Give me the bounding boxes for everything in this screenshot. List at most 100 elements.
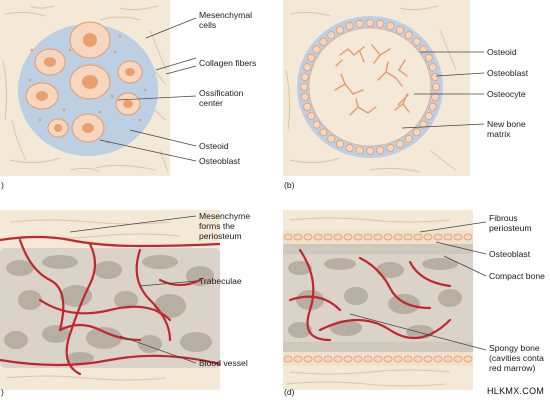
osteoblast-cell: [383, 355, 393, 363]
osteoblast-cell: [463, 233, 473, 241]
label-compact-bone: Compact bone: [489, 271, 545, 281]
osteoblast-cell: [386, 22, 395, 31]
panel-tag-c: ): [1, 387, 4, 397]
osteoblast-cell: [319, 37, 328, 46]
osteoblast-cell: [333, 355, 343, 363]
osteoblast-cell: [335, 139, 344, 148]
osteoblast-cell: [353, 355, 363, 363]
osteoblast-cell: [313, 233, 323, 241]
label-mesenchyme-periosteum: Mesenchyme forms the periosteum: [199, 211, 251, 241]
label-mesenchymal-cells: Mesenchymal cells: [199, 10, 253, 30]
osteoblast-cell: [424, 112, 433, 121]
panel-d: [283, 210, 473, 390]
osteoblast-cell: [335, 25, 344, 34]
osteoblast-cell: [300, 93, 309, 102]
osteoblast-cell: [327, 134, 336, 143]
osteoblast-cell: [355, 19, 364, 28]
osteoblast-cell: [312, 45, 321, 54]
osteoblast-cell: [443, 233, 453, 241]
label-blood-vessel: Blood vessel: [199, 358, 248, 368]
osteoblast-cell: [404, 31, 413, 40]
osteoblast-cell: [376, 19, 385, 28]
osteoblast-cell: [404, 134, 413, 143]
osteoblast-cell: [303, 63, 312, 72]
osteoblast-cell: [431, 73, 440, 82]
label-osteoblast-d: Osteoblast: [489, 249, 531, 259]
panel-a-cells: [25, 21, 143, 143]
osteoblast-cell: [345, 143, 354, 152]
osteoblast-cell: [365, 18, 374, 27]
osteoblast-cell: [327, 31, 336, 40]
osteoblast-cell: [443, 355, 453, 363]
osteoblast-cell: [395, 139, 404, 148]
osteoblast-cell: [386, 143, 395, 152]
osteoid-ring: [308, 27, 432, 147]
osteoblast-cell: [424, 53, 433, 62]
osteoblast-cell: [428, 63, 437, 72]
osteocytes: [334, 44, 410, 116]
osteoblast-cell: [353, 233, 363, 241]
osteoblast-cell: [433, 355, 443, 363]
osteoblast-cell: [412, 128, 421, 137]
osteoblast-cell: [307, 112, 316, 121]
osteoblast-cell: [300, 73, 309, 82]
panel-b: [283, 0, 470, 176]
osteoblast-cell: [419, 120, 428, 129]
label-osteoblast-a: Osteoblast: [199, 156, 241, 166]
panel-tag-b: (b): [284, 180, 295, 190]
osteoblast-cell: [323, 355, 333, 363]
label-osteocyte: Osteocyte: [487, 89, 526, 99]
osteoblast-cell: [453, 355, 463, 363]
osteoblast-cell: [393, 233, 403, 241]
osteoblast-cell: [283, 355, 293, 363]
osteoblast-cell: [376, 146, 385, 155]
label-fibrous-periosteum: Fibrous periosteum: [489, 213, 532, 233]
osteoblast-cell: [463, 355, 473, 363]
osteoblast-cell: [363, 233, 373, 241]
label-trabeculae: Trabeculae: [199, 276, 242, 286]
osteoblast-cell: [412, 37, 421, 46]
osteoblast-cell: [313, 355, 323, 363]
label-ossification-center: Ossification center: [199, 88, 244, 108]
label-spongy-bone: Spongy bone (cavities conta red marrow): [489, 343, 544, 373]
osteoblast-cell: [283, 233, 293, 241]
compact-bone-top: [283, 244, 473, 254]
panel-c: [0, 210, 220, 390]
osteoblast-cell: [413, 355, 423, 363]
osteoblast-cell: [293, 355, 303, 363]
panel-a: [0, 0, 170, 176]
label-osteoblast-b: Osteoblast: [487, 68, 529, 78]
osteoblast-cell: [423, 233, 433, 241]
panel-a-dots: [28, 34, 147, 144]
osteoblast-cell: [431, 83, 440, 92]
panel-c-leaders: [69, 215, 197, 364]
watermark: HLKMX.COM: [487, 386, 545, 396]
panel-d-leaders: [349, 221, 487, 351]
periosteum-cells: [283, 233, 473, 363]
label-collagen-fibers: Collagen fibers: [199, 58, 257, 68]
osteoblast-cell: [431, 93, 440, 102]
osteoblast-cell: [365, 146, 374, 155]
osteoblast-cell: [453, 233, 463, 241]
osteoblast-cell: [395, 25, 404, 34]
osteoblast-cell: [333, 233, 343, 241]
osteoblast-cell: [419, 45, 428, 54]
osteoblast-cell: [303, 355, 313, 363]
osteoblast-cell: [345, 22, 354, 31]
panel-b-leaders: [401, 51, 485, 129]
osteoblast-cell: [393, 355, 403, 363]
osteoblast-cell: [303, 233, 313, 241]
osteoblast-cell: [319, 128, 328, 137]
label-new-bone-matrix: New bone matrix: [487, 119, 526, 139]
osteoblast-cell: [343, 355, 353, 363]
osteoblast-cell: [323, 233, 333, 241]
osteoblast-cell: [307, 53, 316, 62]
compact-bone-bottom: [283, 342, 473, 352]
osteoblast-cell: [403, 355, 413, 363]
osteoblast-cell: [383, 233, 393, 241]
label-osteoid-b: Osteoid: [487, 47, 517, 57]
panel-a-leaders: [99, 17, 197, 162]
label-osteoid-a: Osteoid: [199, 141, 229, 151]
osteoblast-cell: [403, 233, 413, 241]
